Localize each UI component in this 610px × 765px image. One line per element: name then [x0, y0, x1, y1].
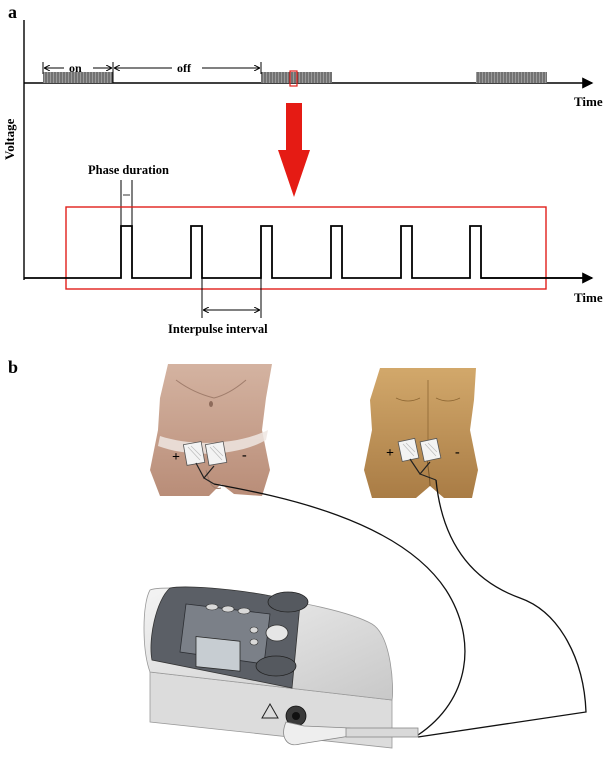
device-button-2 — [221, 605, 235, 613]
back-electrode-right — [419, 437, 442, 462]
back-plus-sign: + — [386, 446, 394, 461]
front-torso-illustration: + - — [150, 364, 272, 496]
device-screen — [195, 636, 241, 672]
pulse-train-box — [65, 206, 547, 290]
back-minus-sign: - — [455, 445, 460, 460]
interpulse-interval-label: Interpulse interval — [168, 322, 268, 336]
device-button-5 — [249, 638, 259, 646]
burst-block-1 — [43, 72, 113, 83]
device-button-1 — [205, 603, 219, 611]
voltage-axis-label: Voltage — [2, 118, 17, 160]
front-electrode-right — [204, 441, 228, 466]
device-button-3 — [237, 607, 251, 615]
front-electrode-leads — [195, 462, 215, 485]
back-electrode-left — [397, 437, 420, 462]
pulse-train-trace — [24, 225, 592, 279]
front-lead-cable — [213, 483, 466, 736]
panel-a-label: a — [8, 2, 17, 22]
device-button-4 — [249, 626, 259, 634]
back-electrode-leads — [409, 458, 437, 481]
panel-a: a Voltage Time on off Phase duration — [2, 2, 603, 336]
back-lead-cable — [417, 479, 587, 738]
warning-symbol — [261, 702, 279, 719]
front-plus-sign: + — [172, 450, 180, 465]
time-axis-top-label: Time — [574, 94, 603, 109]
zoom-arrow — [278, 103, 310, 197]
back-torso-illustration: + - — [364, 368, 478, 498]
panel-b-label: b — [8, 357, 18, 377]
on-label: on — [69, 61, 82, 75]
device-cable-sleeve — [345, 727, 419, 738]
device-knob-top — [267, 591, 309, 613]
phase-duration-label: Phase duration — [88, 163, 169, 177]
panel-b: b + - — [8, 357, 587, 749]
stimulator-device — [143, 586, 419, 749]
time-axis-bottom-label: Time — [574, 290, 603, 305]
device-knob-middle — [265, 624, 289, 642]
burst-block-3 — [476, 72, 547, 83]
device-knob-bottom — [255, 655, 297, 677]
zoom-source-box — [289, 70, 298, 87]
front-electrode-left — [182, 441, 206, 466]
off-label: off — [177, 61, 192, 75]
front-minus-sign: - — [242, 448, 247, 463]
